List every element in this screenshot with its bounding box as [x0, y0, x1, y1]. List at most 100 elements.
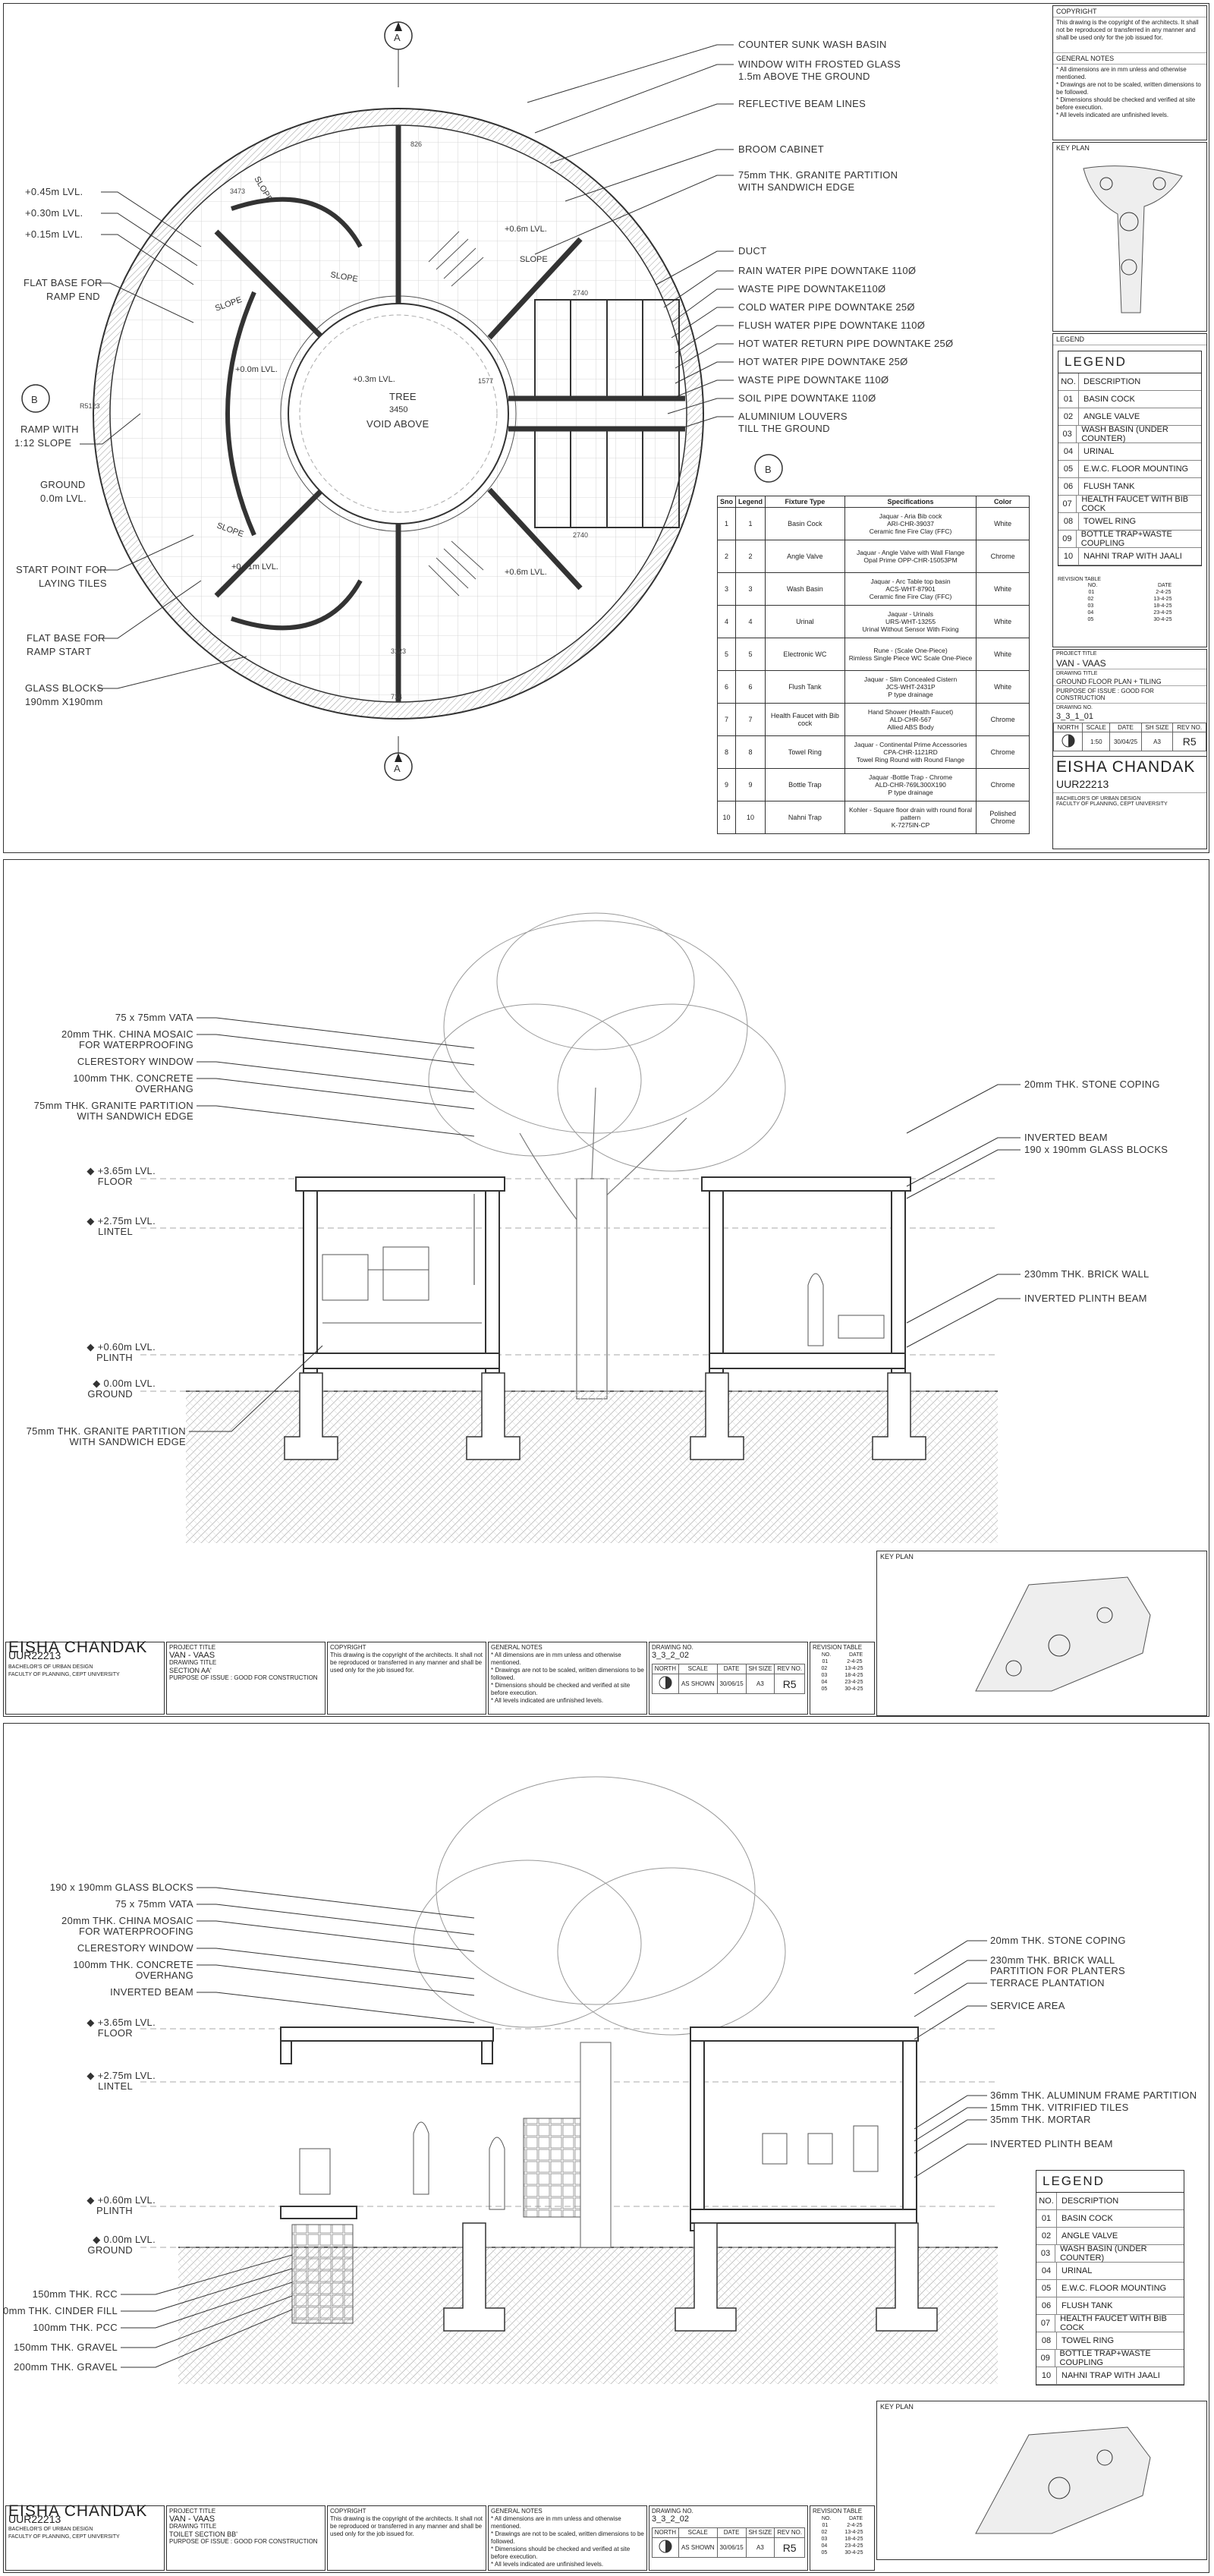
fixture-cell: Chrome: [976, 703, 1030, 736]
s3-left-label-leader-1: [197, 1887, 475, 1919]
drawing-title-label-2: DRAWING TITLE: [169, 1659, 217, 1666]
s2-right-label-2: INVERTED BEAM: [1024, 1132, 1108, 1143]
dim-g: 826: [410, 140, 422, 148]
callout-leader-2: [534, 64, 734, 134]
general-notes-list: * All dimensions are in mm unless and ot…: [1053, 65, 1206, 121]
s3-legend-no: 06: [1036, 2297, 1057, 2314]
s3-right-label-8: INVERTED PLINTH BEAM: [990, 2138, 1113, 2149]
s2-left-label-leader-3: [197, 1061, 475, 1093]
s2-meta-val-4: R5: [774, 1674, 805, 1694]
callout-label-1: COUNTER SUNK WASH BASIN: [738, 39, 887, 50]
legend-desc-header-3: DESCRIPTION: [1061, 2197, 1119, 2206]
copyright-title-2: COPYRIGHT: [330, 1644, 366, 1651]
s1-note-3: * Dimensions should be checked and verif…: [1056, 96, 1196, 111]
key-plan-panel-2: KEY PLAN: [876, 1551, 1207, 1716]
author-name: EISHA CHANDAK: [1056, 758, 1196, 776]
s1-legend-desc: TOWEL RING: [1083, 517, 1137, 526]
callout-label-3: REFLECTIVE BEAM LINES: [738, 98, 866, 109]
fixture-header-1: Legend: [734, 496, 766, 508]
fixture-cell: White: [976, 638, 1030, 671]
drawing-title-label: DRAWING TITLE: [1053, 669, 1206, 678]
s3-meta-head-0: NORTH: [652, 2527, 679, 2538]
purpose-2: PURPOSE OF ISSUE : GOOD FOR CONSTRUCTION: [169, 1674, 318, 1681]
legend-header-row-3: NO.DESCRIPTION: [1036, 2193, 1184, 2210]
s2-left-label-5: 75mm THK. GRANITE PARTITION: [34, 1100, 193, 1111]
s3-meta-head-1: SCALE: [678, 2527, 718, 2538]
section-marker-a-bottom: A: [394, 763, 401, 774]
project-title-label-2: PROJECT TITLE: [169, 1644, 216, 1651]
s1-legend-desc: E.W.C. FLOOR MOUNTING: [1083, 464, 1189, 474]
callout-leader-9: [671, 307, 734, 339]
s3-legend-desc: E.W.C. FLOOR MOUNTING: [1061, 2284, 1167, 2293]
s3-right-label-7: 35mm THK. MORTAR: [990, 2114, 1091, 2125]
legend-desc-header: DESCRIPTION: [1083, 377, 1141, 386]
s1-legend-no: 09: [1058, 531, 1077, 547]
fixture-cell: Basin Cock: [765, 507, 845, 540]
s3-bottom-leader-5: [121, 2309, 293, 2368]
school-line-2: FACULTY OF PLANNING, CEPT UNIVERSITY: [1056, 801, 1168, 807]
callout-label-15: ALUMINIUM LOUVERS: [738, 411, 848, 422]
fixture-header-4: Color: [976, 496, 1030, 508]
s3-bottom-label-1: 150mm THK. RCC: [33, 2288, 118, 2300]
title-block-panel: PROJECT TITLE VAN - VAAS DRAWING TITLE G…: [1052, 649, 1207, 849]
s1-legend-no: 07: [1058, 496, 1077, 512]
drawing-no-2: 3_3_2_02: [652, 1651, 689, 1660]
fixture-cell: 3: [734, 572, 766, 606]
s1-legend-desc: HEALTH FAUCET WITH BIB COCK: [1081, 495, 1189, 513]
copyright-title: COPYRIGHT: [1053, 6, 1206, 17]
fixture-cell: 1: [717, 507, 736, 540]
s3-legend-no: 10: [1036, 2367, 1057, 2384]
s3-level-name-4: GROUND: [87, 2244, 133, 2256]
notes-block-3: GENERAL NOTES * All dimensions are in mm…: [488, 2505, 647, 2571]
notes-title-3: GENERAL NOTES: [491, 2508, 543, 2515]
s3-left-label-leader-5: [197, 1964, 475, 1996]
s3-meta-val-1: AS SHOWN: [678, 2537, 718, 2558]
s1-legend-no: 02: [1058, 408, 1079, 425]
s1-legend-no: 06: [1058, 478, 1079, 495]
s1-legend-no: 04: [1058, 443, 1079, 460]
level-03-label: +0.3m LVL.: [353, 375, 395, 384]
s2-right-label-1: 20mm THK. STONE COPING: [1024, 1079, 1160, 1090]
callout-label-9: COLD WATER PIPE DOWNTAKE 25Ø: [738, 301, 915, 313]
s3-right-leader-6: [914, 2107, 987, 2142]
s2-meta-val-1: AS SHOWN: [678, 1674, 718, 1694]
s2-level-3: ◆ +0.60m LVL.: [86, 1341, 156, 1353]
s3-note-4: * All levels indicated are unfinished le…: [491, 2561, 604, 2568]
dim-b: 2740: [573, 531, 588, 539]
key-plan-drawing: [1083, 165, 1183, 313]
s3-legend-desc: TOWEL RING: [1061, 2336, 1115, 2345]
start-tiles-label-1: START POINT FOR: [16, 564, 107, 575]
s2-left-label-4: 100mm THK. CONCRETE: [73, 1072, 193, 1084]
s2-note-1: * All dimensions are in mm unless and ot…: [491, 1652, 621, 1666]
s1-legend-desc: ANGLE VALVE: [1083, 412, 1140, 421]
purpose-of-issue: PURPOSE OF ISSUE : GOOD FOR CONSTRUCTION: [1053, 685, 1206, 703]
level-06-label: +0.6m LVL.: [505, 225, 547, 234]
legend-header-row: NO.DESCRIPTION: [1058, 373, 1201, 391]
drawing-no-label: DRAWING NO.: [1053, 703, 1206, 712]
s2-left-label-5-line2: WITH SANDWICH EDGE: [77, 1110, 193, 1122]
s3-left-label-6: INVERTED BEAM: [110, 1986, 193, 1998]
revision-title: REVISION TABLE: [1058, 577, 1101, 582]
copyright-block-3: COPYRIGHT This drawing is the copyright …: [327, 2505, 486, 2571]
s3-level-name-3: PLINTH: [96, 2205, 133, 2216]
s3-rev-head: NO.DATE: [821, 2516, 863, 2521]
